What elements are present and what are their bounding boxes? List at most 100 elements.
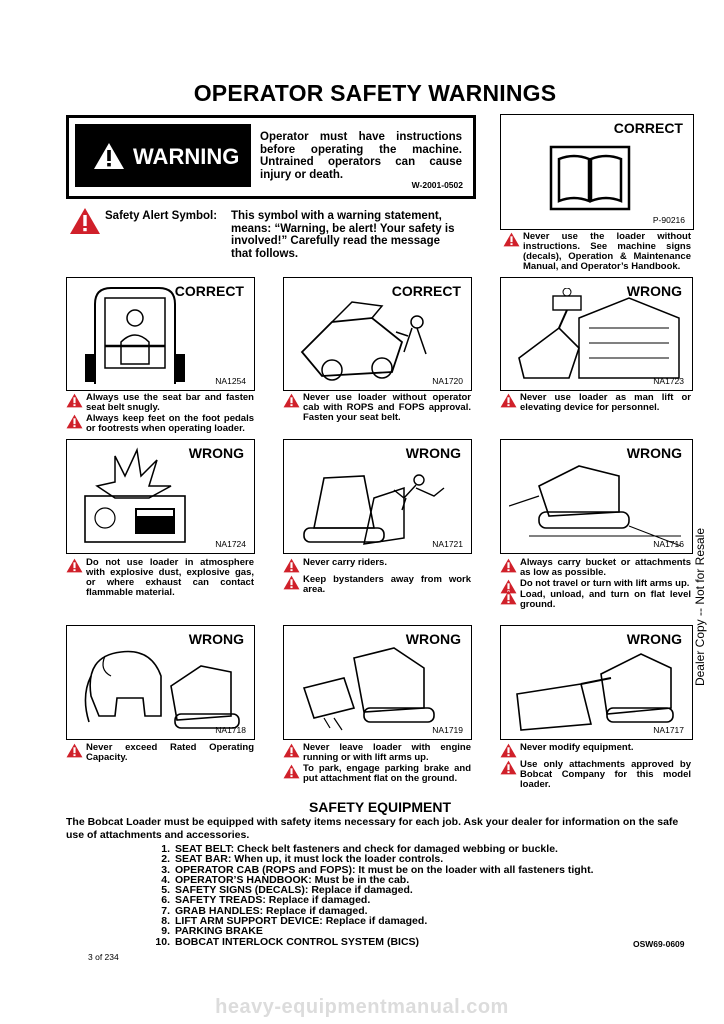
list-item: 5.SAFETY SIGNS (DECALS): Replace if dama…: [161, 884, 413, 897]
list-item: 3.OPERATOR CAB (ROPS and FOPS): It must …: [161, 863, 594, 876]
explosion-illustration-icon: [84, 447, 186, 543]
safety-alert-icon: [500, 760, 517, 775]
safety-alert-icon: [283, 764, 300, 779]
caption-text: Always keep feet on the foot pedals or f…: [86, 413, 254, 434]
list-item: 8.LIFT ARM SUPPORT DEVICE: Replace if da…: [161, 915, 428, 928]
elephant-overload-illustration-icon: [84, 650, 240, 729]
caption-text: Never use loader without operator cab wi…: [303, 392, 471, 423]
safety-alert-icon: [500, 393, 517, 408]
safety-alert-text: This symbol with a warning statement, me…: [231, 210, 455, 260]
caption-text: Keep bystanders away from work area.: [303, 574, 471, 595]
captions-explosion: Do not use loader in atmosphere with exp…: [66, 558, 254, 599]
safety-alert-icon: [500, 558, 517, 573]
safety-alert-icon: [66, 414, 83, 429]
panel-title: WRONG: [405, 445, 461, 461]
manual-caption: Never use the loader without instruction…: [503, 232, 691, 273]
safety-equipment-title: SAFETY EQUIPMENT: [308, 799, 452, 815]
panel-title: WRONG: [626, 283, 682, 299]
dealer-copy-text: Dealer Copy -- Not for Resale: [693, 527, 707, 687]
warning-code: W-2001-0502: [411, 180, 463, 190]
dealer-copy-note: Dealer Copy -- Not for Resale: [690, 430, 710, 790]
safety-alert-icon: [66, 558, 83, 573]
panel-leave-loader: WRONG NA1719: [283, 625, 472, 740]
captions-man-lift: Never use loader as man lift or elevatin…: [500, 393, 691, 414]
caption-text: Always carry bucket or attachments as lo…: [520, 557, 691, 578]
caption-text: Use only attachments approved by Bobcat …: [520, 759, 691, 790]
panel-code: NA1718: [215, 725, 246, 735]
list-item: 4.OPERATOR’S HANDBOOK: Must be in the ca…: [161, 873, 410, 886]
warning-box: WARNING Operator must have instructions …: [66, 115, 476, 199]
safety-equipment-intro: The Bobcat Loader must be equipped with …: [66, 816, 679, 841]
safety-alert-icon: [503, 232, 520, 247]
list-item: 2.SEAT BAR: When up, it must lock the lo…: [161, 853, 444, 866]
panel-title: CORRECT: [613, 120, 683, 136]
caption-text: Load, unload, and turn on flat level gro…: [520, 589, 691, 610]
panel-code: P-90216: [652, 215, 685, 225]
rops-fops-cab-illustration-icon: [300, 301, 427, 381]
panel-code: NA1254: [215, 376, 246, 386]
caption-text: Never use the loader without instruction…: [523, 231, 691, 272]
safety-alert-icon: [66, 743, 83, 758]
panel-code: NA1719: [432, 725, 463, 735]
captions-modified: Never modify equipment. Use only attachm…: [500, 743, 691, 791]
panel-title: CORRECT: [391, 283, 461, 299]
panel-code: NA1724: [215, 539, 246, 549]
safety-alert-icon: [500, 590, 517, 605]
warning-text: Operator must have instructions before o…: [260, 131, 462, 181]
panel-overload: WRONG NA1718: [66, 625, 255, 740]
panel-code: NA1721: [432, 539, 463, 549]
list-item: 7.GRAB HANDLES: Replace if damaged.: [161, 904, 368, 917]
caption-text: Never use loader as man lift or elevatin…: [520, 392, 691, 413]
warning-triangle-icon: [94, 143, 124, 169]
safety-equipment-list: 1.SEAT BELT: Check belt fasteners and ch…: [145, 844, 593, 947]
modified-bucket-illustration-icon: [516, 653, 674, 731]
captions-leave-loader: Never leave loader with engine running o…: [283, 743, 471, 785]
carry-riders-illustration-icon: [303, 474, 445, 545]
list-item: 6.SAFETY TREADS: Replace if damaged.: [161, 894, 371, 907]
panel-code: NA1716: [653, 539, 684, 549]
panel-modified: WRONG NA1717: [500, 625, 693, 740]
caption-text: Never carry riders.: [303, 557, 387, 568]
manual-panel: CORRECT P-90216: [500, 114, 694, 230]
panel-title: WRONG: [188, 631, 244, 647]
panel-man-lift: WRONG NA1723: [500, 277, 693, 391]
caption-text: To park, engage parking brake and put at…: [303, 763, 471, 784]
list-item: 9.PARKING BRAKE: [161, 925, 263, 938]
safety-alert-icon: [500, 743, 517, 758]
captions-overload: Never exceed Rated Operating Capacity.: [66, 743, 254, 764]
warning-banner: WARNING: [75, 124, 251, 187]
panel-code: NA1723: [653, 376, 684, 386]
captions-raised-bucket: Always carry bucket or attachments as lo…: [500, 558, 691, 611]
caption-text: Never leave loader with engine running o…: [303, 742, 471, 763]
panel-title: WRONG: [626, 445, 682, 461]
safety-alert-icon: [283, 575, 300, 590]
panel-riders: WRONG NA1721: [283, 439, 472, 554]
safety-alert-icon: [283, 743, 300, 758]
panel-code: NA1717: [653, 725, 684, 735]
panel-explosion: WRONG NA1724: [66, 439, 255, 554]
leave-loader-arms-up-illustration-icon: [302, 647, 435, 731]
page-title: OPERATOR SAFETY WARNINGS: [193, 80, 557, 106]
safety-alert-icon: [283, 558, 300, 573]
man-lift-illustration-icon: [518, 288, 680, 379]
safety-alert-label: Safety Alert Symbol:: [105, 210, 218, 222]
panel-code: NA1720: [432, 376, 463, 386]
caption-text: Never exceed Rated Operating Capacity.: [86, 742, 254, 763]
list-item: 1.SEAT BELT: Check belt fasteners and ch…: [161, 843, 558, 855]
caption-text: Do not use loader in atmosphere with exp…: [86, 557, 254, 598]
safety-alert-icon: [70, 208, 100, 234]
footer-watermark: heavy-equipmentmanual.com: [215, 996, 509, 1018]
seat-bar-operator-illustration-icon: [85, 287, 185, 384]
caption-text: Do not travel or turn with lift arms up.: [520, 578, 690, 589]
warning-word: WARNING: [133, 144, 240, 169]
list-item: 10.BOBCAT INTERLOCK CONTROL SYSTEM (BICS…: [155, 935, 420, 948]
captions-rops-cab: Never use loader without operator cab wi…: [283, 393, 471, 424]
caption-text: Always use the seat bar and fasten seat …: [86, 392, 254, 413]
panel-rops-cab: CORRECT NA1720: [283, 277, 472, 391]
panel-raised-bucket: WRONG NA1716: [500, 439, 693, 554]
safety-alert-icon: [66, 393, 83, 408]
document-code: OSW69-0609: [633, 939, 685, 949]
captions-riders: Never carry riders. Keep bystanders away…: [283, 558, 471, 596]
panel-seat-bar: CORRECT NA1254: [66, 277, 255, 391]
safety-alert-icon: [283, 393, 300, 408]
